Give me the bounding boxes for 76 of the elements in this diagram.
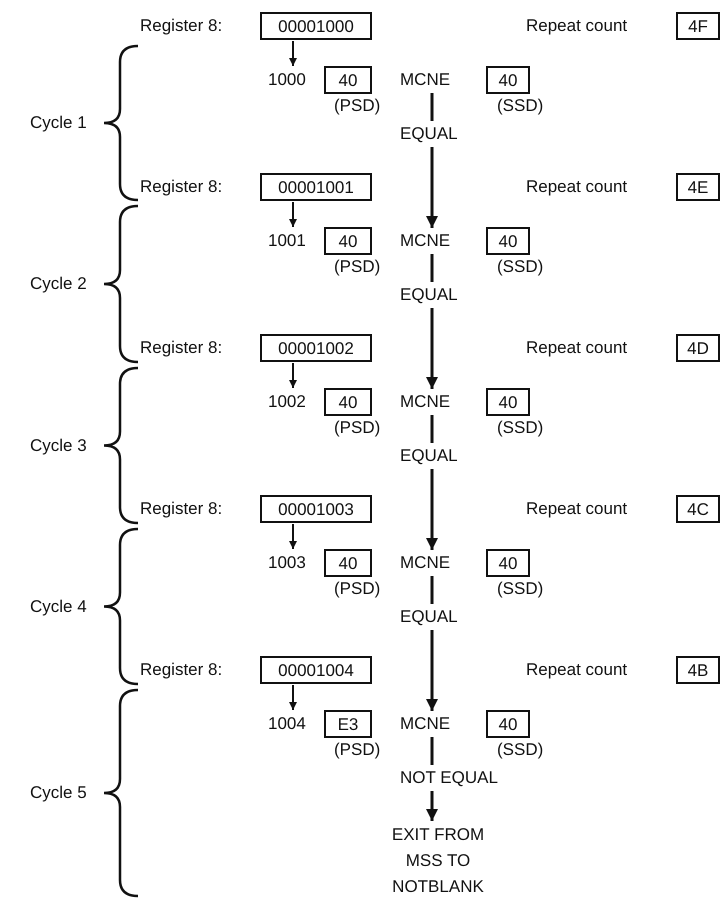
connector-line [430, 254, 434, 282]
byte-value-box: 40 [486, 227, 530, 255]
repeat-count-box: 4B [676, 656, 720, 684]
ssd-label: (SSD) [497, 418, 544, 438]
byte-value-box: 40 [486, 388, 530, 416]
psd-label: (PSD) [334, 579, 380, 599]
register-label: Register 8: [140, 499, 222, 519]
connector-line [430, 93, 434, 121]
repeat-count-box: 4E [676, 173, 720, 201]
psd-label: (PSD) [334, 418, 380, 438]
cycle-label: Cycle 1 [30, 113, 87, 133]
repeat-count-label: Repeat count [526, 16, 628, 36]
arrow [289, 41, 297, 66]
result-label: EQUAL [400, 444, 530, 468]
repeat-count-box: 4D [676, 334, 720, 362]
ssd-label: (SSD) [497, 96, 544, 116]
result-label: EQUAL [400, 283, 530, 307]
arrow [426, 469, 438, 550]
address-label: 1000 [268, 70, 306, 90]
ssd-label: (SSD) [497, 579, 544, 599]
register-value-box: 00001003 [260, 495, 372, 523]
result-label: EQUAL [400, 605, 530, 629]
byte-value-box: 40 [486, 66, 530, 94]
address-label: 1002 [268, 392, 306, 412]
cycle-label: Cycle 4 [30, 596, 87, 616]
connector-line [430, 737, 434, 765]
result-label: EQUAL [400, 122, 530, 146]
repeat-count-label: Repeat count [526, 177, 628, 197]
result-label: NOT EQUAL [400, 766, 530, 790]
instruction-label: MCNE [400, 390, 462, 414]
register-value-box: 00001000 [260, 12, 372, 40]
register-label: Register 8: [140, 660, 222, 680]
arrow [289, 685, 297, 710]
byte-value-box: 40 [324, 388, 372, 416]
cycle-label: Cycle 2 [30, 274, 87, 294]
instruction-label: MCNE [400, 229, 462, 253]
arrow [289, 363, 297, 388]
instruction-label: MCNE [400, 68, 462, 92]
register-label: Register 8: [140, 177, 222, 197]
register-value-box: 00001001 [260, 173, 372, 201]
instruction-label: MCNE [400, 551, 462, 575]
address-label: 1003 [268, 553, 306, 573]
byte-value-box: 40 [486, 549, 530, 577]
repeat-count-box: 4F [676, 12, 720, 40]
byte-value-box: 40 [486, 710, 530, 738]
repeat-count-label: Repeat count [526, 338, 628, 358]
register-label: Register 8: [140, 338, 222, 358]
psd-label: (PSD) [334, 96, 380, 116]
repeat-count-label: Repeat count [526, 499, 628, 519]
instruction-label: MCNE [400, 712, 462, 736]
psd-label: (PSD) [334, 257, 380, 277]
exit-note: EXIT FROM MSS TO NOTBLANK [380, 822, 496, 898]
register-value-box: 00001002 [260, 334, 372, 362]
arrow [289, 524, 297, 549]
ssd-label: (SSD) [497, 257, 544, 277]
byte-value-box: 40 [324, 66, 372, 94]
arrow [426, 147, 438, 228]
register-label: Register 8: [140, 16, 222, 36]
arrow [426, 630, 438, 711]
psd-label: (PSD) [334, 740, 380, 760]
byte-value-box: E3 [324, 710, 372, 738]
byte-value-box: 40 [324, 227, 372, 255]
cycle-label: Cycle 3 [30, 436, 87, 456]
connector-line [430, 415, 434, 443]
repeat-count-label: Repeat count [526, 660, 628, 680]
arrow [426, 308, 438, 389]
arrow [426, 791, 438, 821]
address-label: 1004 [268, 714, 306, 734]
connector-line [430, 576, 434, 604]
cycle-label: Cycle 5 [30, 783, 87, 803]
repeat-count-box: 4C [676, 495, 720, 523]
register-value-box: 00001004 [260, 656, 372, 684]
arrow [289, 202, 297, 227]
address-label: 1001 [268, 231, 306, 251]
ssd-label: (SSD) [497, 740, 544, 760]
byte-value-box: 40 [324, 549, 372, 577]
